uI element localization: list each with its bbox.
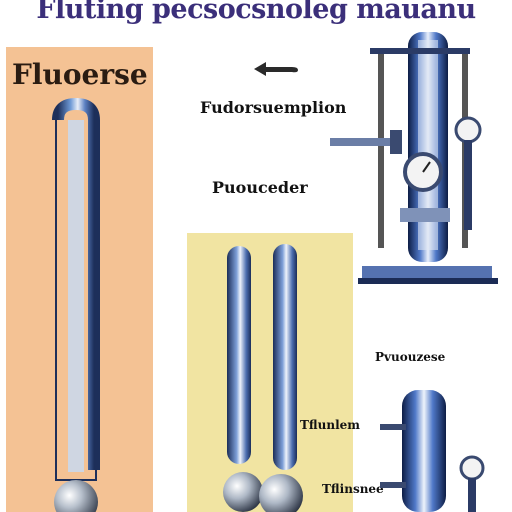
left-panel-label: Fluoerse [12, 58, 148, 91]
callout-2: Tflinsnee [322, 482, 384, 496]
callout-1: Tflunlem [300, 418, 360, 432]
right-label: Pvuouzese [375, 350, 446, 364]
mid-label-2: Puouceder [212, 178, 308, 197]
arrow-left-icon [254, 62, 298, 76]
middle-panel [187, 233, 353, 512]
u-tube-icon [52, 97, 100, 512]
apparatus-top [330, 32, 498, 284]
mid-label-1: Fudorsuemplion [200, 98, 347, 117]
page-title: Fluting pecsocsnoleg mauanu [36, 0, 476, 25]
apparatus-bottom [380, 390, 485, 512]
twin-tubes-icon [223, 244, 303, 512]
